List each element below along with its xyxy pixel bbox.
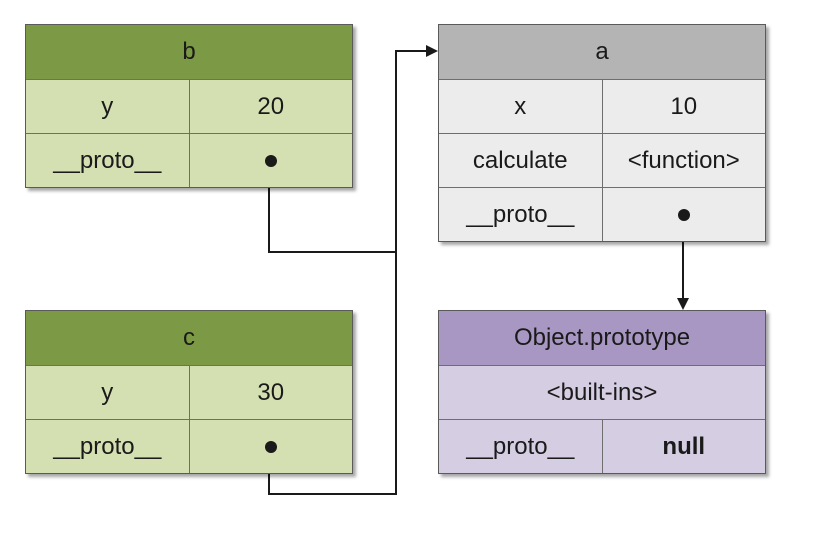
box-header: a	[439, 25, 765, 79]
property-row-proto: __proto__	[439, 187, 765, 241]
pointer-cell	[188, 420, 353, 473]
property-row-y: y 30	[26, 365, 352, 419]
pointer-cell	[601, 188, 766, 241]
box-header: b	[26, 25, 352, 79]
property-value: null	[601, 420, 766, 473]
box-header: c	[26, 311, 352, 365]
property-key: __proto__	[466, 200, 575, 228]
property-value: 30	[188, 366, 353, 419]
pointer-cell	[188, 134, 353, 187]
property-key: __proto__	[53, 146, 162, 174]
box-header: Object.prototype	[439, 311, 765, 365]
object-box-b: b y 20 __proto__	[25, 24, 353, 188]
box-title: Object.prototype	[513, 324, 691, 351]
object-box-a: a x 10 calculate <function> __proto__	[438, 24, 766, 242]
property-key: __proto__	[466, 432, 575, 460]
box-title: b	[182, 38, 196, 65]
pointer-dot-icon	[677, 208, 690, 221]
box-title: c	[183, 324, 195, 351]
pointer-dot-icon	[264, 440, 277, 453]
property-row-proto: __proto__	[26, 419, 352, 473]
property-key: y	[101, 92, 114, 120]
property-value: 20	[188, 80, 353, 133]
property-row-x: x 10	[439, 79, 765, 133]
builtins-label: <built-ins>	[546, 378, 658, 406]
builtins-row: <built-ins>	[439, 365, 765, 419]
box-title: a	[595, 38, 609, 65]
pointer-dot-icon	[264, 154, 277, 167]
property-row-proto: __proto__	[26, 133, 352, 187]
property-row-calculate: calculate <function>	[439, 133, 765, 187]
property-value: <function>	[601, 134, 766, 187]
property-row-y: y 20	[26, 79, 352, 133]
object-box-c: c y 30 __proto__	[25, 310, 353, 474]
property-row-proto: __proto__ null	[439, 419, 765, 473]
property-key: y	[101, 378, 114, 406]
property-key: x	[514, 92, 527, 120]
object-box-object-prototype: Object.prototype <built-ins> __proto__ n…	[438, 310, 766, 474]
property-key: __proto__	[53, 432, 162, 460]
property-value: 10	[601, 80, 766, 133]
property-key: calculate	[472, 146, 568, 174]
